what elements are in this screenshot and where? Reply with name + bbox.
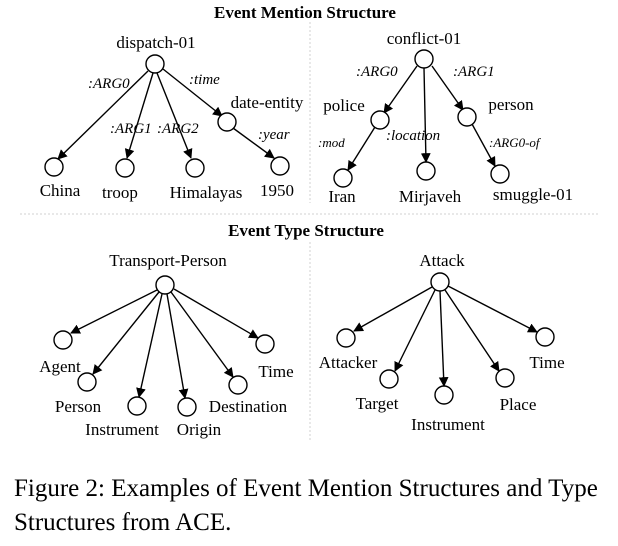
attack-edge-target bbox=[394, 289, 436, 372]
conflict-edge-label-arg0-of: :ARG0-of bbox=[489, 135, 542, 150]
transport-label-origin: Origin bbox=[177, 420, 222, 439]
dispatch-node-date-entity bbox=[217, 112, 237, 132]
attack-node-time bbox=[535, 327, 555, 347]
transport-node-agent bbox=[53, 330, 73, 350]
attack-tree: Attack Attacker Target Instrument Place … bbox=[319, 251, 565, 434]
dispatch-edge-label-arg2: :ARG2 bbox=[157, 121, 199, 137]
dispatch-node-troop bbox=[115, 158, 135, 178]
conflict-label-police: police bbox=[323, 96, 365, 115]
conflict-edge-arg0 bbox=[383, 65, 418, 114]
transport-label-destination: Destination bbox=[209, 397, 288, 416]
conflict-tree: conflict-01 :ARG0 :ARG1 :mod :location :… bbox=[318, 29, 573, 206]
attack-root-label: Attack bbox=[419, 251, 465, 270]
transport-node-instrument bbox=[127, 396, 147, 416]
transport-tree: Transport-Person Agent Person Instrument… bbox=[39, 251, 293, 439]
conflict-node-iran bbox=[333, 168, 353, 188]
attack-node-place bbox=[495, 368, 515, 388]
transport-node-person bbox=[77, 372, 97, 392]
attack-label-place: Place bbox=[500, 395, 537, 414]
attack-node-target bbox=[379, 369, 399, 389]
dispatch-node-himalayas bbox=[185, 158, 205, 178]
dispatch-edge-time bbox=[162, 68, 223, 117]
attack-label-target: Target bbox=[356, 394, 399, 413]
dispatch-tree: dispatch-01 :ARG0 :ARG1 :ARG2 :time :yea… bbox=[40, 33, 304, 202]
transport-label-agent: Agent bbox=[39, 357, 81, 376]
transport-node-destination bbox=[228, 375, 248, 395]
dispatch-edge-label-time: :time bbox=[189, 72, 220, 88]
dispatch-edge-arg2 bbox=[156, 72, 193, 159]
conflict-label-mirjaveh: Mirjaveh bbox=[399, 187, 462, 206]
figure-diagram: Event Mention Structure Event Type Struc… bbox=[20, 3, 600, 440]
attack-edge-place bbox=[444, 289, 500, 372]
dispatch-edge-year bbox=[232, 127, 275, 159]
attack-edge-instrument bbox=[438, 290, 449, 387]
transport-edge-time bbox=[173, 288, 259, 339]
transport-edge-destination bbox=[170, 291, 234, 378]
conflict-edge-mod bbox=[347, 126, 376, 171]
transport-node-origin bbox=[177, 397, 197, 417]
conflict-edge-arg1 bbox=[431, 65, 464, 111]
dispatch-edge-arg0 bbox=[57, 70, 149, 160]
dispatch-edge-label-year: :year bbox=[258, 127, 290, 143]
conflict-node-smuggle bbox=[490, 164, 510, 184]
conflict-label-iran: Iran bbox=[328, 187, 356, 206]
figure-caption: Figure 2: Examples of Event Mention Stru… bbox=[14, 475, 598, 536]
mention-structure-title: Event Mention Structure bbox=[214, 3, 396, 22]
attack-node-attacker bbox=[336, 328, 356, 348]
transport-edge-instrument bbox=[136, 293, 163, 398]
dispatch-root-label: dispatch-01 bbox=[116, 33, 195, 52]
conflict-label-smuggle: smuggle-01 bbox=[493, 185, 573, 204]
type-structure-title: Event Type Structure bbox=[228, 221, 384, 240]
conflict-edge-label-arg1: :ARG1 bbox=[453, 64, 495, 80]
transport-label-person: Person bbox=[55, 397, 102, 416]
conflict-edge-label-mod: :mod bbox=[318, 135, 345, 150]
conflict-root-label: conflict-01 bbox=[387, 29, 462, 48]
conflict-node-mirjaveh bbox=[416, 161, 436, 181]
transport-edge-person bbox=[92, 291, 160, 375]
dispatch-node-china bbox=[44, 157, 64, 177]
dispatch-edge-label-arg0: :ARG0 bbox=[88, 76, 130, 92]
transport-root-node bbox=[155, 275, 175, 295]
conflict-edge-label-arg0: :ARG0 bbox=[356, 64, 398, 80]
attack-node-instrument bbox=[434, 385, 454, 405]
conflict-node-person bbox=[457, 107, 477, 127]
conflict-label-person: person bbox=[488, 95, 534, 114]
transport-label-instrument: Instrument bbox=[85, 420, 159, 439]
dispatch-label-date-entity: date-entity bbox=[231, 93, 304, 112]
dispatch-edge-arg1 bbox=[124, 72, 154, 159]
dispatch-label-china: China bbox=[40, 181, 81, 200]
attack-label-instrument: Instrument bbox=[411, 415, 485, 434]
transport-node-time bbox=[255, 334, 275, 354]
transport-root-label: Transport-Person bbox=[109, 251, 227, 270]
conflict-edge-arg0-of bbox=[471, 123, 496, 167]
figure: Event Mention Structure Event Type Struc… bbox=[20, 3, 600, 440]
attack-label-attacker: Attacker bbox=[319, 353, 378, 372]
conflict-node-police bbox=[370, 110, 390, 130]
attack-root-node bbox=[430, 272, 450, 292]
transport-label-time: Time bbox=[258, 362, 293, 381]
dispatch-edge-label-arg1: :ARG1 bbox=[110, 121, 152, 137]
dispatch-root-node bbox=[145, 54, 165, 74]
transport-edge-agent bbox=[70, 289, 158, 334]
transport-edge-origin bbox=[166, 293, 189, 399]
conflict-edge-label-location: :location bbox=[386, 128, 440, 144]
dispatch-label-1950: 1950 bbox=[260, 181, 294, 200]
attack-edge-attacker bbox=[353, 286, 433, 332]
conflict-root-node bbox=[414, 49, 434, 69]
dispatch-node-1950 bbox=[270, 156, 290, 176]
conflict-edge-location bbox=[420, 67, 431, 163]
attack-label-time: Time bbox=[529, 353, 564, 372]
dispatch-label-himalayas: Himalayas bbox=[170, 183, 243, 202]
attack-edge-time bbox=[447, 285, 538, 333]
dispatch-label-troop: troop bbox=[102, 183, 138, 202]
